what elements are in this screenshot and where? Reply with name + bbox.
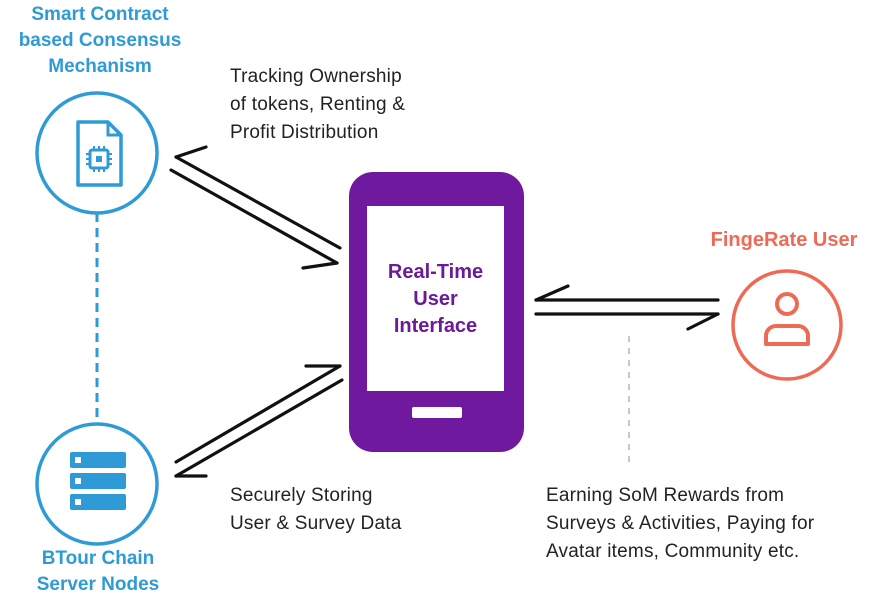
note-line: Profit Distribution	[230, 122, 379, 143]
phone-screen	[367, 206, 504, 391]
smart-contract-chip-icon	[76, 120, 123, 187]
arrow-phone-user	[534, 284, 720, 331]
note-line: User & Survey Data	[230, 513, 402, 534]
arrow-contract-phone	[169, 145, 342, 270]
note-line: of tokens, Renting &	[230, 94, 406, 115]
note-line: Tracking Ownership	[230, 66, 402, 87]
smart-contract-title: Smart Contract based Consensus Mechanism	[0, 2, 200, 80]
server-nodes-title: BTour Chain Server Nodes	[0, 546, 196, 598]
user-node	[731, 269, 843, 381]
note-securely-storing: Securely Storing User & Survey Data	[230, 482, 490, 538]
server-nodes-title-line: BTour Chain	[41, 548, 155, 569]
arrow-server-phone	[174, 364, 344, 478]
note-line: Securely Storing	[230, 485, 373, 506]
user-icon	[764, 292, 810, 346]
note-earning-rewards: Earning SoM Rewards from Surveys & Activ…	[546, 482, 874, 566]
user-title: FingeRate User	[710, 229, 858, 251]
note-line: Earning SoM Rewards from	[546, 485, 785, 506]
smart-contract-title-line: Mechanism	[48, 56, 152, 77]
smart-contract-title-line: based Consensus	[18, 30, 182, 51]
server-nodes-title-line: Server Nodes	[36, 574, 160, 595]
phone-label-line: Interface	[393, 315, 478, 337]
note-line: Avatar items, Community etc.	[546, 541, 800, 562]
note-line: Surveys & Activities, Paying for	[546, 513, 815, 534]
smart-contract-title-line: Smart Contract	[31, 4, 169, 25]
phone-label: Real-Time User Interface	[367, 259, 504, 340]
smart-contract-node	[35, 91, 159, 215]
phone-device	[349, 172, 524, 452]
server-nodes-node	[35, 422, 159, 546]
phone-label-line: Real-Time	[387, 261, 484, 283]
phone-label-line: User	[413, 288, 458, 310]
server-stack-icon	[70, 452, 126, 510]
note-tracking-ownership: Tracking Ownership of tokens, Renting & …	[230, 63, 490, 147]
phone-home-button	[412, 407, 462, 418]
